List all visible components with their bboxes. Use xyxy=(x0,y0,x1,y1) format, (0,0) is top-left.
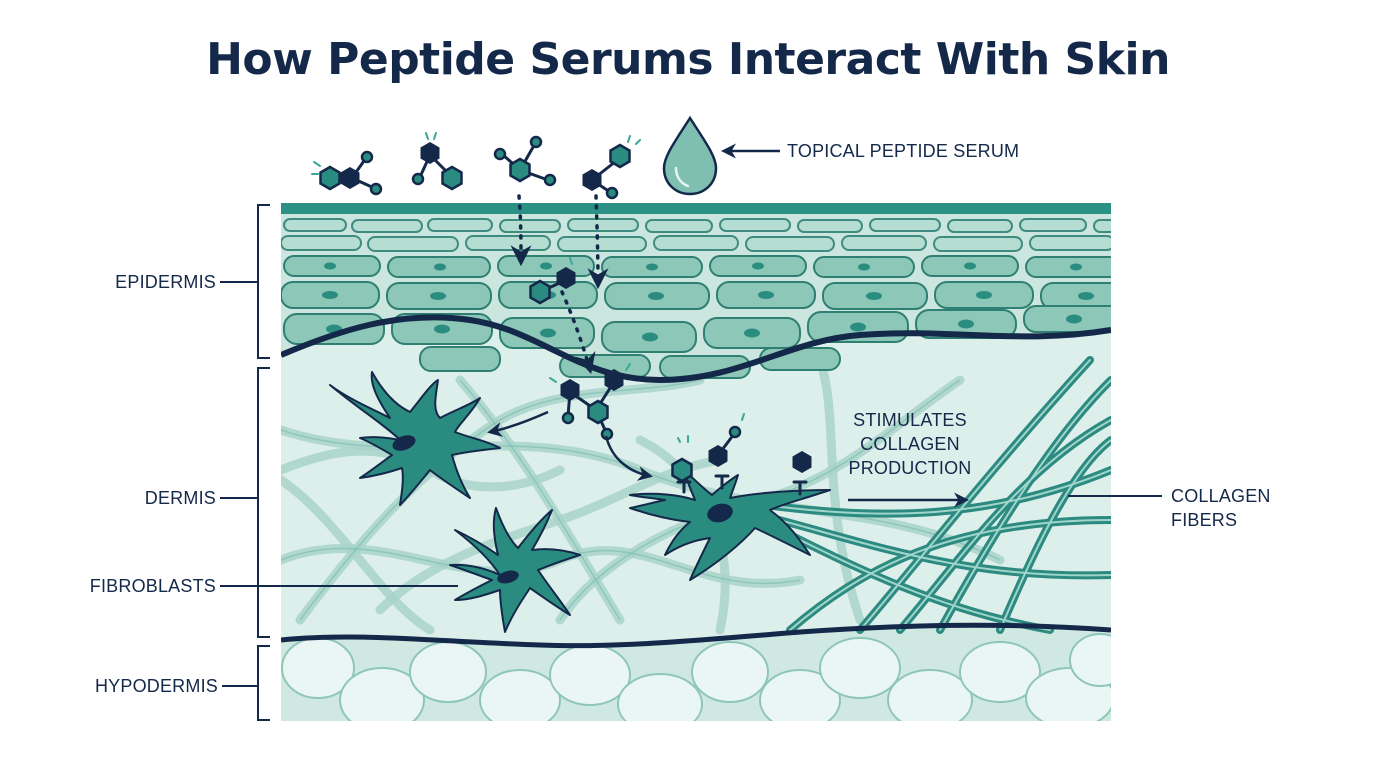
peptide-molecule-icon xyxy=(529,257,576,305)
label-dermis: DERMIS xyxy=(144,488,216,508)
penetration-paths xyxy=(510,194,609,375)
label-stimulates-collagen-production: STIMULATES COLLAGEN PRODUCTION xyxy=(848,410,972,478)
page-title: How Peptide Serums Interact With Skin xyxy=(206,34,1170,85)
label-collagen-fibers: COLLAGEN FIBERS xyxy=(1171,486,1271,530)
dermis-hypodermis-boundary xyxy=(281,622,1111,649)
peptide-molecule-icon xyxy=(549,363,631,441)
label-epidermis: EPIDERMIS xyxy=(115,272,216,292)
peptide-molecule-icon xyxy=(411,132,463,191)
label-hypodermis: HYPODERMIS xyxy=(94,676,218,696)
peptide-molecule-icon xyxy=(493,135,557,187)
skin-surface xyxy=(281,203,1111,214)
arrow-to-activated-fibroblast xyxy=(604,435,653,481)
peptide-molecule-icon xyxy=(708,413,745,467)
basement-membrane xyxy=(281,314,1111,384)
peptide-molecule-icon xyxy=(671,435,693,483)
fibroblast-cell xyxy=(329,371,501,506)
collagen-fiber-bundle xyxy=(756,356,1111,634)
arrow-to-fibroblast xyxy=(487,410,549,437)
peptide-molecule-icon xyxy=(311,150,383,196)
fibroblast-activated-cell xyxy=(629,469,831,581)
label-topical-peptide-serum: TOPICAL PEPTIDE SERUM xyxy=(787,141,1020,161)
peptide-molecule-icon xyxy=(582,135,641,200)
label-fibroblasts: FIBROBLASTS xyxy=(89,576,216,596)
epidermis-cells xyxy=(281,218,1111,379)
dermis-background-fibers xyxy=(281,355,1005,635)
layer-brackets xyxy=(220,204,458,721)
fibroblast-cell xyxy=(449,507,581,633)
fat-cells xyxy=(281,633,1111,721)
serum-droplet-icon xyxy=(662,115,718,196)
